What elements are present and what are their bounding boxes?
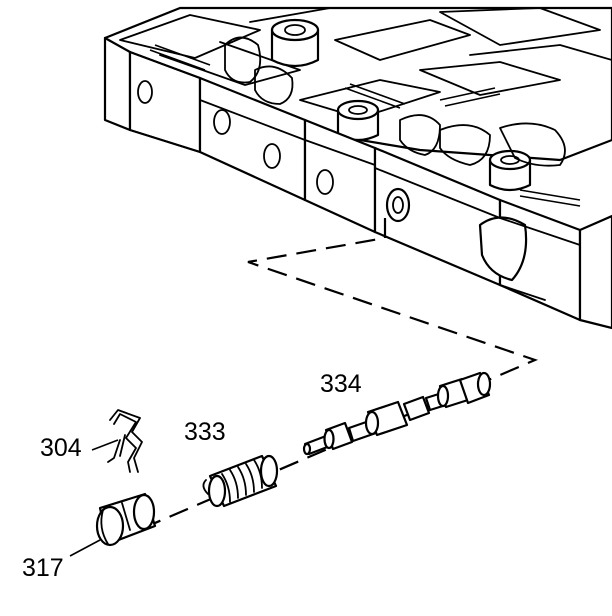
spool-valve-icon [302, 371, 492, 456]
callout-label-334: 334 [320, 370, 362, 398]
callout-leader-317 [69, 539, 101, 557]
callout-leader-304 [91, 439, 119, 451]
callout-label-304: 304 [40, 434, 82, 462]
valve-body-housing [103, 6, 612, 330]
retaining-clip-icon [107, 409, 143, 473]
housing-boss [270, 18, 320, 68]
coil-spring-icon [202, 454, 279, 508]
housing-boss [336, 99, 380, 142]
housing-boss [488, 149, 532, 192]
callout-label-333: 333 [184, 418, 226, 446]
callout-label-317: 317 [22, 554, 64, 582]
valve-bore-plug-icon [95, 492, 157, 547]
